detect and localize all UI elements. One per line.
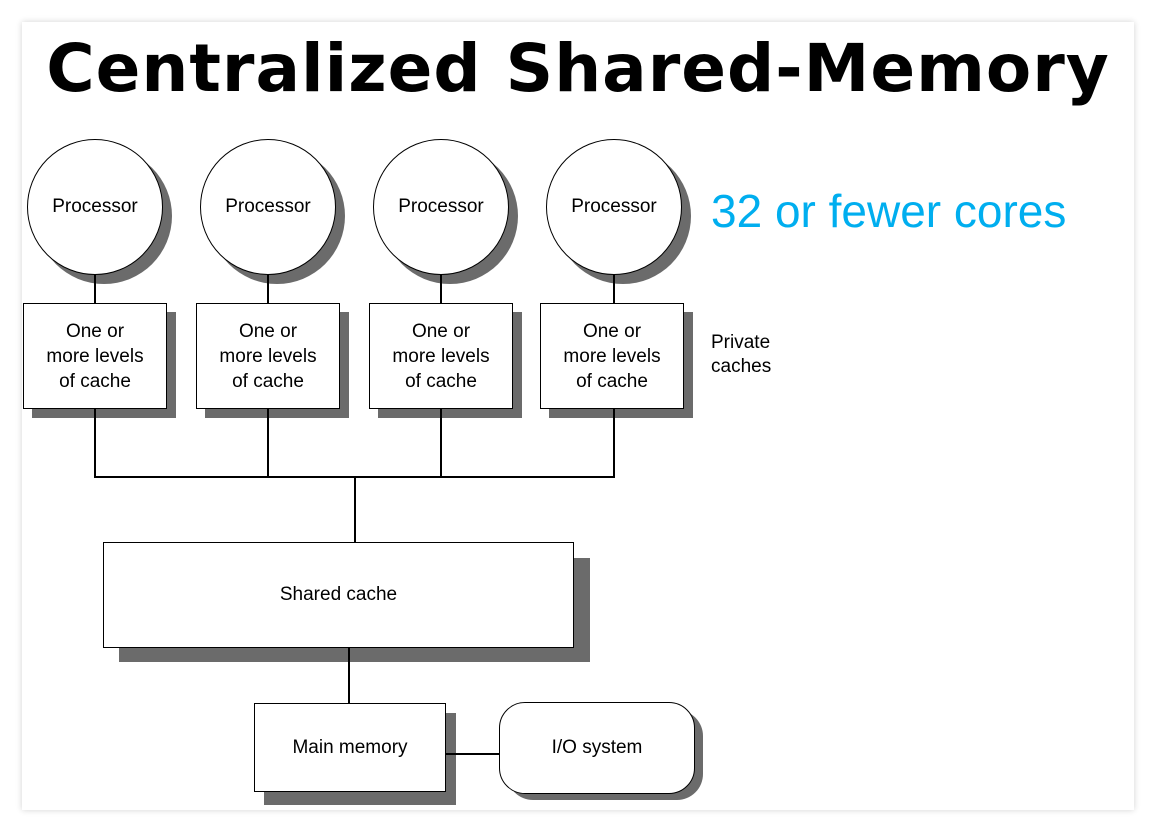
- cache-label-line: One or: [65, 320, 125, 342]
- cache-label-line: of cache: [59, 370, 131, 392]
- cache-label-line: more levels: [563, 345, 661, 367]
- private-caches-label-line: caches: [711, 356, 772, 377]
- processor-node-3: Processor: [373, 139, 509, 275]
- io-system: I/O system: [499, 702, 695, 794]
- private-cache-2: One or more levels of cache: [196, 303, 340, 409]
- main-memory-label: Main memory: [292, 736, 408, 758]
- processor-cache-link: [440, 275, 442, 303]
- private-cache-label: One or more levels of cache: [46, 319, 143, 394]
- private-cache-label: One or more levels of cache: [563, 319, 660, 394]
- cache-label-line: more levels: [46, 345, 144, 367]
- cache-label-line: One or: [411, 320, 471, 342]
- processor-cache-link: [94, 275, 96, 303]
- cache-label-line: of cache: [405, 370, 477, 392]
- cache-label-line: more levels: [219, 345, 317, 367]
- processor-node-1: Processor: [27, 139, 163, 275]
- cache-label-line: of cache: [232, 370, 304, 392]
- cache-bus-drop: [440, 409, 442, 478]
- shared-cache-memory-link: [348, 648, 350, 703]
- cores-note: 32 or fewer cores: [711, 185, 1067, 237]
- slide-title: Centralized Shared-Memory: [46, 30, 1110, 107]
- processor-cache-link: [613, 275, 615, 303]
- processor-node-2: Processor: [200, 139, 336, 275]
- cache-label-line: of cache: [576, 370, 648, 392]
- cache-bus-drop: [613, 409, 615, 478]
- cache-label-line: more levels: [392, 345, 490, 367]
- cache-bus-drop: [94, 409, 96, 478]
- processor-label: Processor: [225, 196, 311, 217]
- processor-node-4: Processor: [546, 139, 682, 275]
- cache-label-line: One or: [582, 320, 642, 342]
- memory-io-link: [446, 753, 499, 755]
- io-system-label: I/O system: [551, 737, 643, 758]
- private-caches-label: Private caches: [711, 331, 771, 379]
- processor-label: Processor: [571, 196, 657, 217]
- private-cache-4: One or more levels of cache: [540, 303, 684, 409]
- private-cache-label: One or more levels of cache: [392, 319, 489, 394]
- bus-to-shared-cache: [354, 477, 356, 543]
- cache-label-line: One or: [238, 320, 298, 342]
- private-cache-1: One or more levels of cache: [23, 303, 167, 409]
- private-caches-label-line: Private: [711, 332, 771, 353]
- main-memory: Main memory: [254, 703, 446, 792]
- shared-cache: Shared cache: [103, 542, 574, 648]
- private-cache-3: One or more levels of cache: [369, 303, 513, 409]
- private-cache-label: One or more levels of cache: [219, 319, 316, 394]
- cache-bus-drop: [267, 409, 269, 478]
- processor-label: Processor: [52, 196, 138, 217]
- processor-label: Processor: [398, 196, 484, 217]
- shared-cache-label: Shared cache: [279, 584, 398, 605]
- processor-cache-link: [267, 275, 269, 303]
